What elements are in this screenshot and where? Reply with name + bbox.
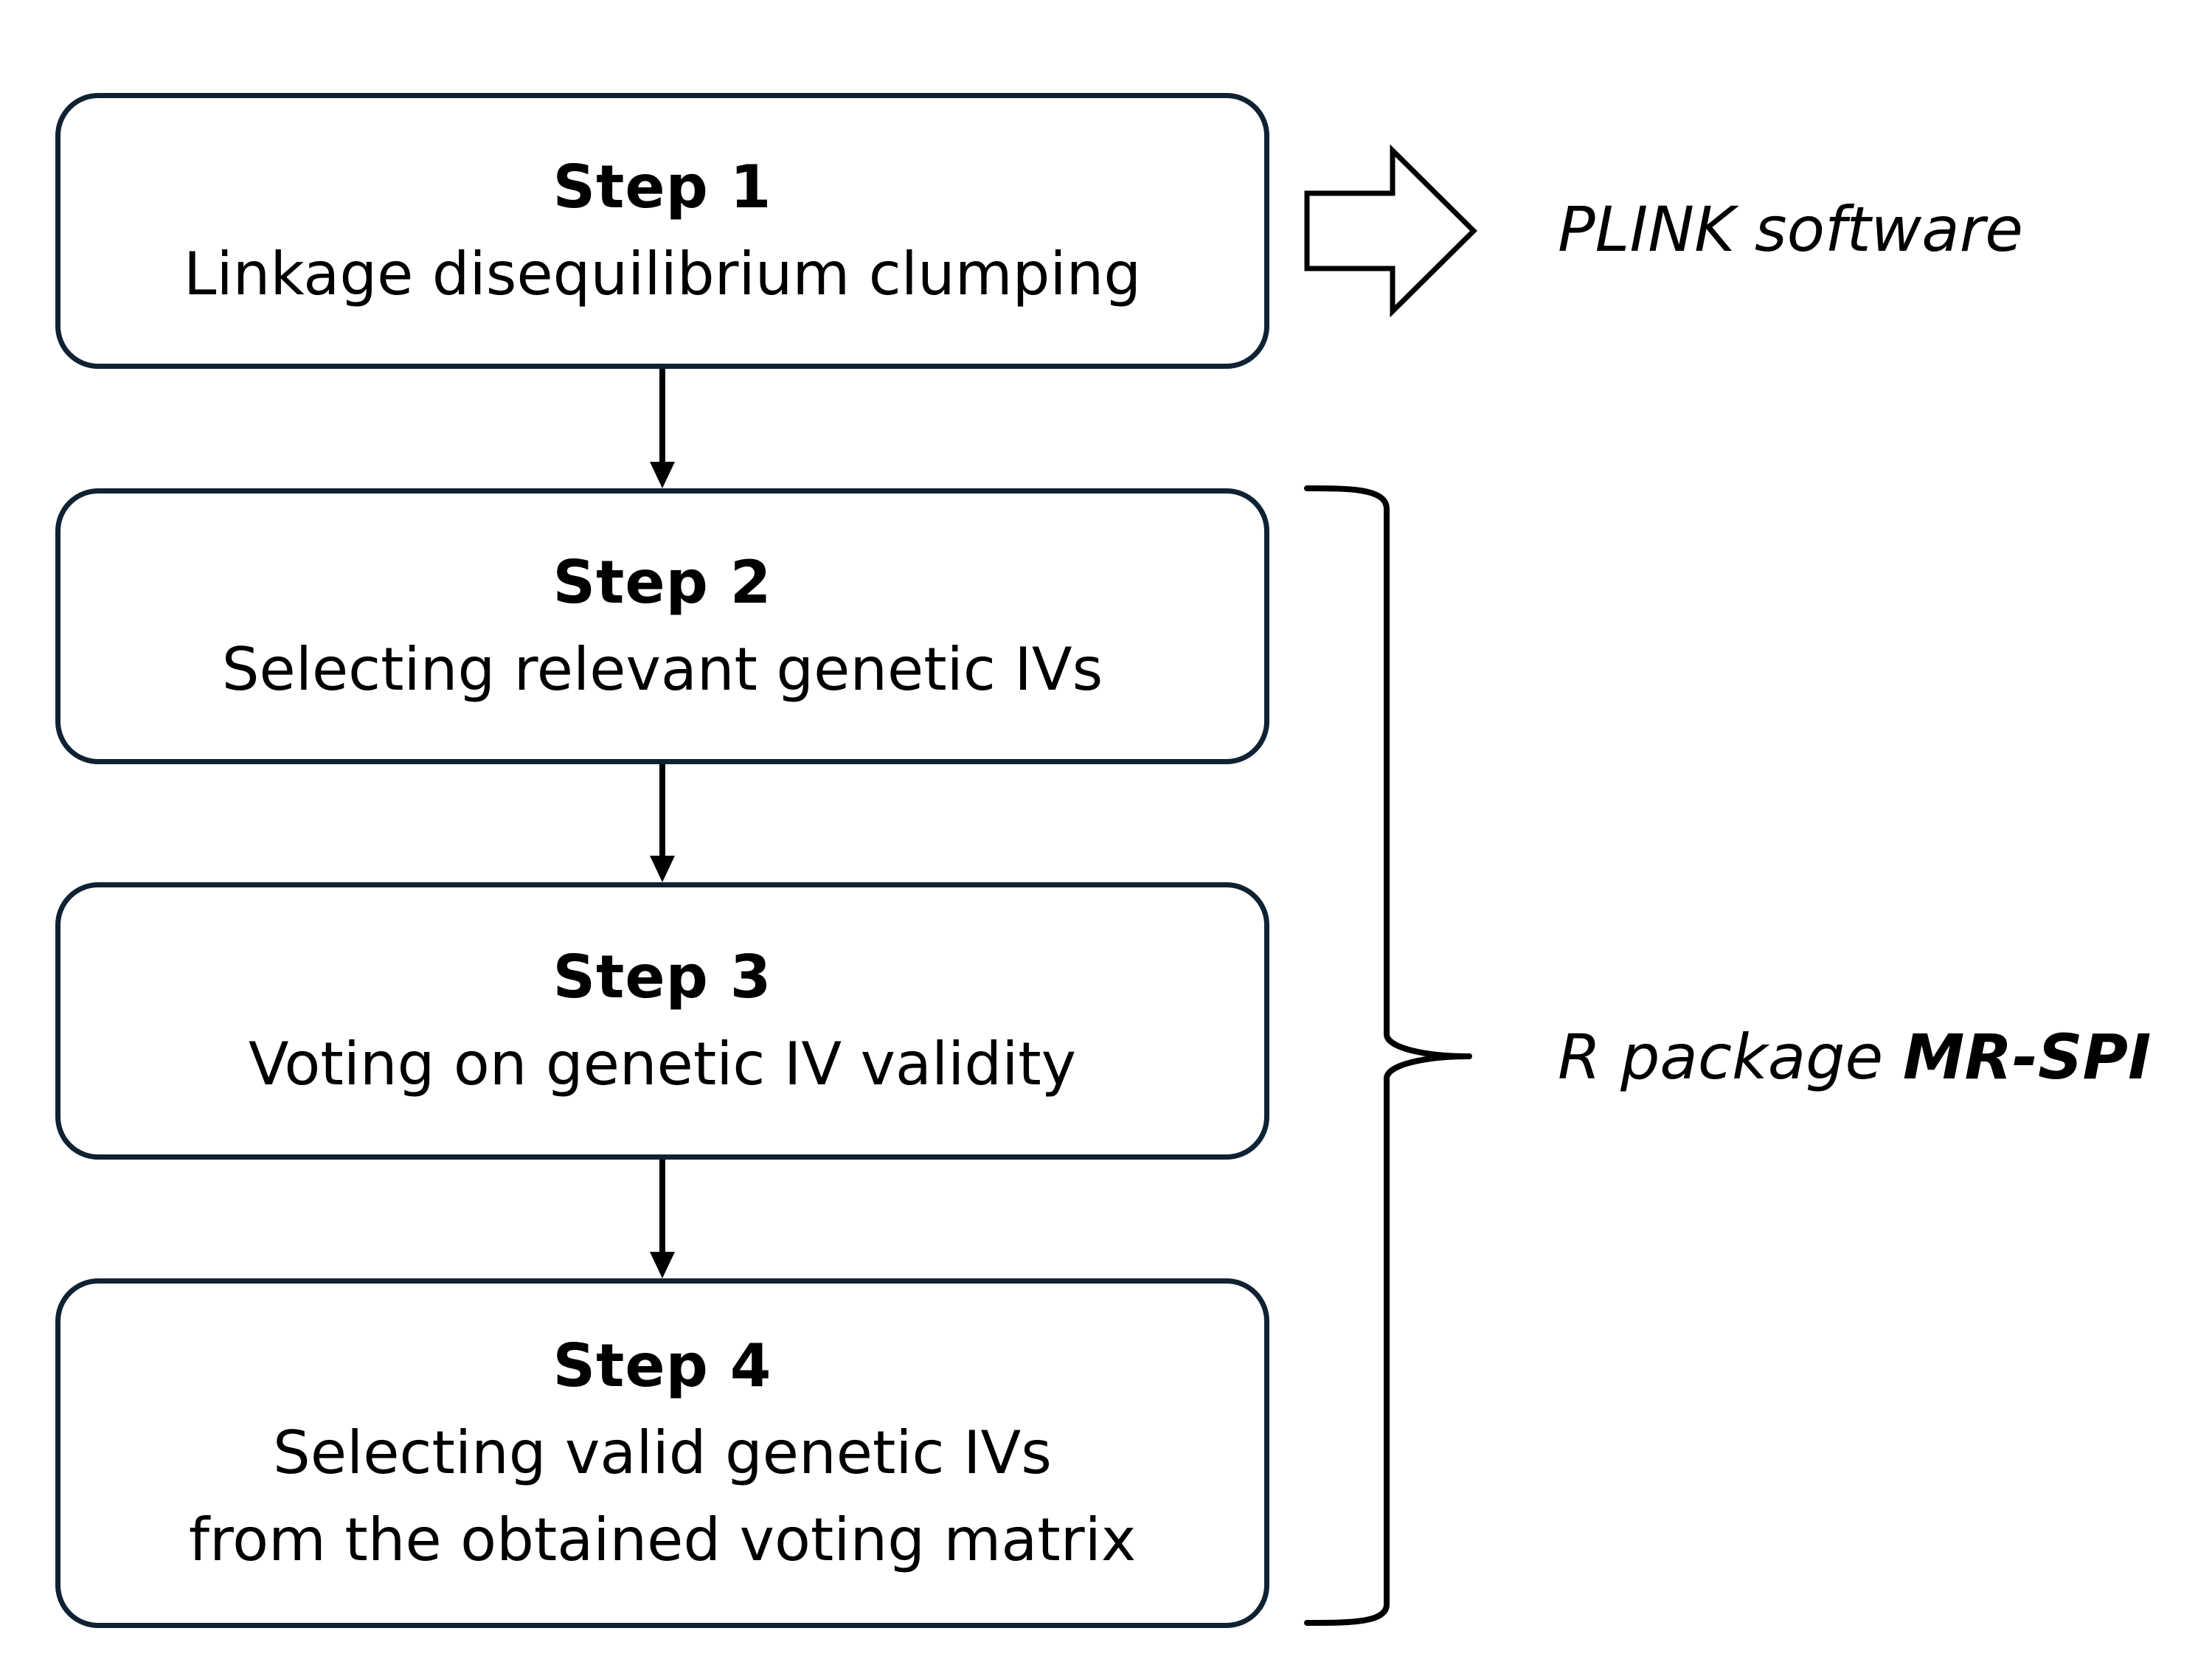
arrow-step2-to-step3 bbox=[650, 764, 675, 882]
step-2-description: Selecting relevant genetic IVs bbox=[221, 635, 1103, 704]
r-package-prefix: R package bbox=[1558, 1021, 1903, 1093]
step-1-box: Step 1 Linkage disequilibrium clumping bbox=[55, 93, 1269, 369]
step-2-title: Step 2 bbox=[552, 548, 772, 617]
step-3-description: Voting on genetic IV validity bbox=[248, 1030, 1077, 1098]
arrow-step3-to-step4 bbox=[650, 1160, 675, 1278]
step-4-box: Step 4 Selecting valid genetic IVs from … bbox=[55, 1278, 1269, 1628]
step-1-title: Step 1 bbox=[552, 153, 772, 221]
plink-software-label: PLINK software bbox=[1558, 193, 2023, 266]
r-package-label: R package MR-SPI bbox=[1558, 1016, 2151, 1098]
step-3-box: Step 3 Voting on genetic IV validity bbox=[55, 882, 1269, 1160]
arrow-step1-to-step2 bbox=[650, 369, 675, 488]
curly-brace bbox=[1304, 485, 1472, 1626]
step-2-box: Step 2 Selecting relevant genetic IVs bbox=[55, 488, 1269, 764]
step-3-title: Step 3 bbox=[552, 943, 772, 1011]
step-4-description: Selecting valid genetic IVs from the obt… bbox=[188, 1419, 1137, 1574]
step-4-title: Step 4 bbox=[552, 1331, 772, 1400]
mr-spi-name: MR-SPI bbox=[1902, 1021, 2152, 1093]
step-1-description: Linkage disequilibrium clumping bbox=[183, 240, 1142, 308]
block-arrow-icon bbox=[1304, 144, 1477, 318]
